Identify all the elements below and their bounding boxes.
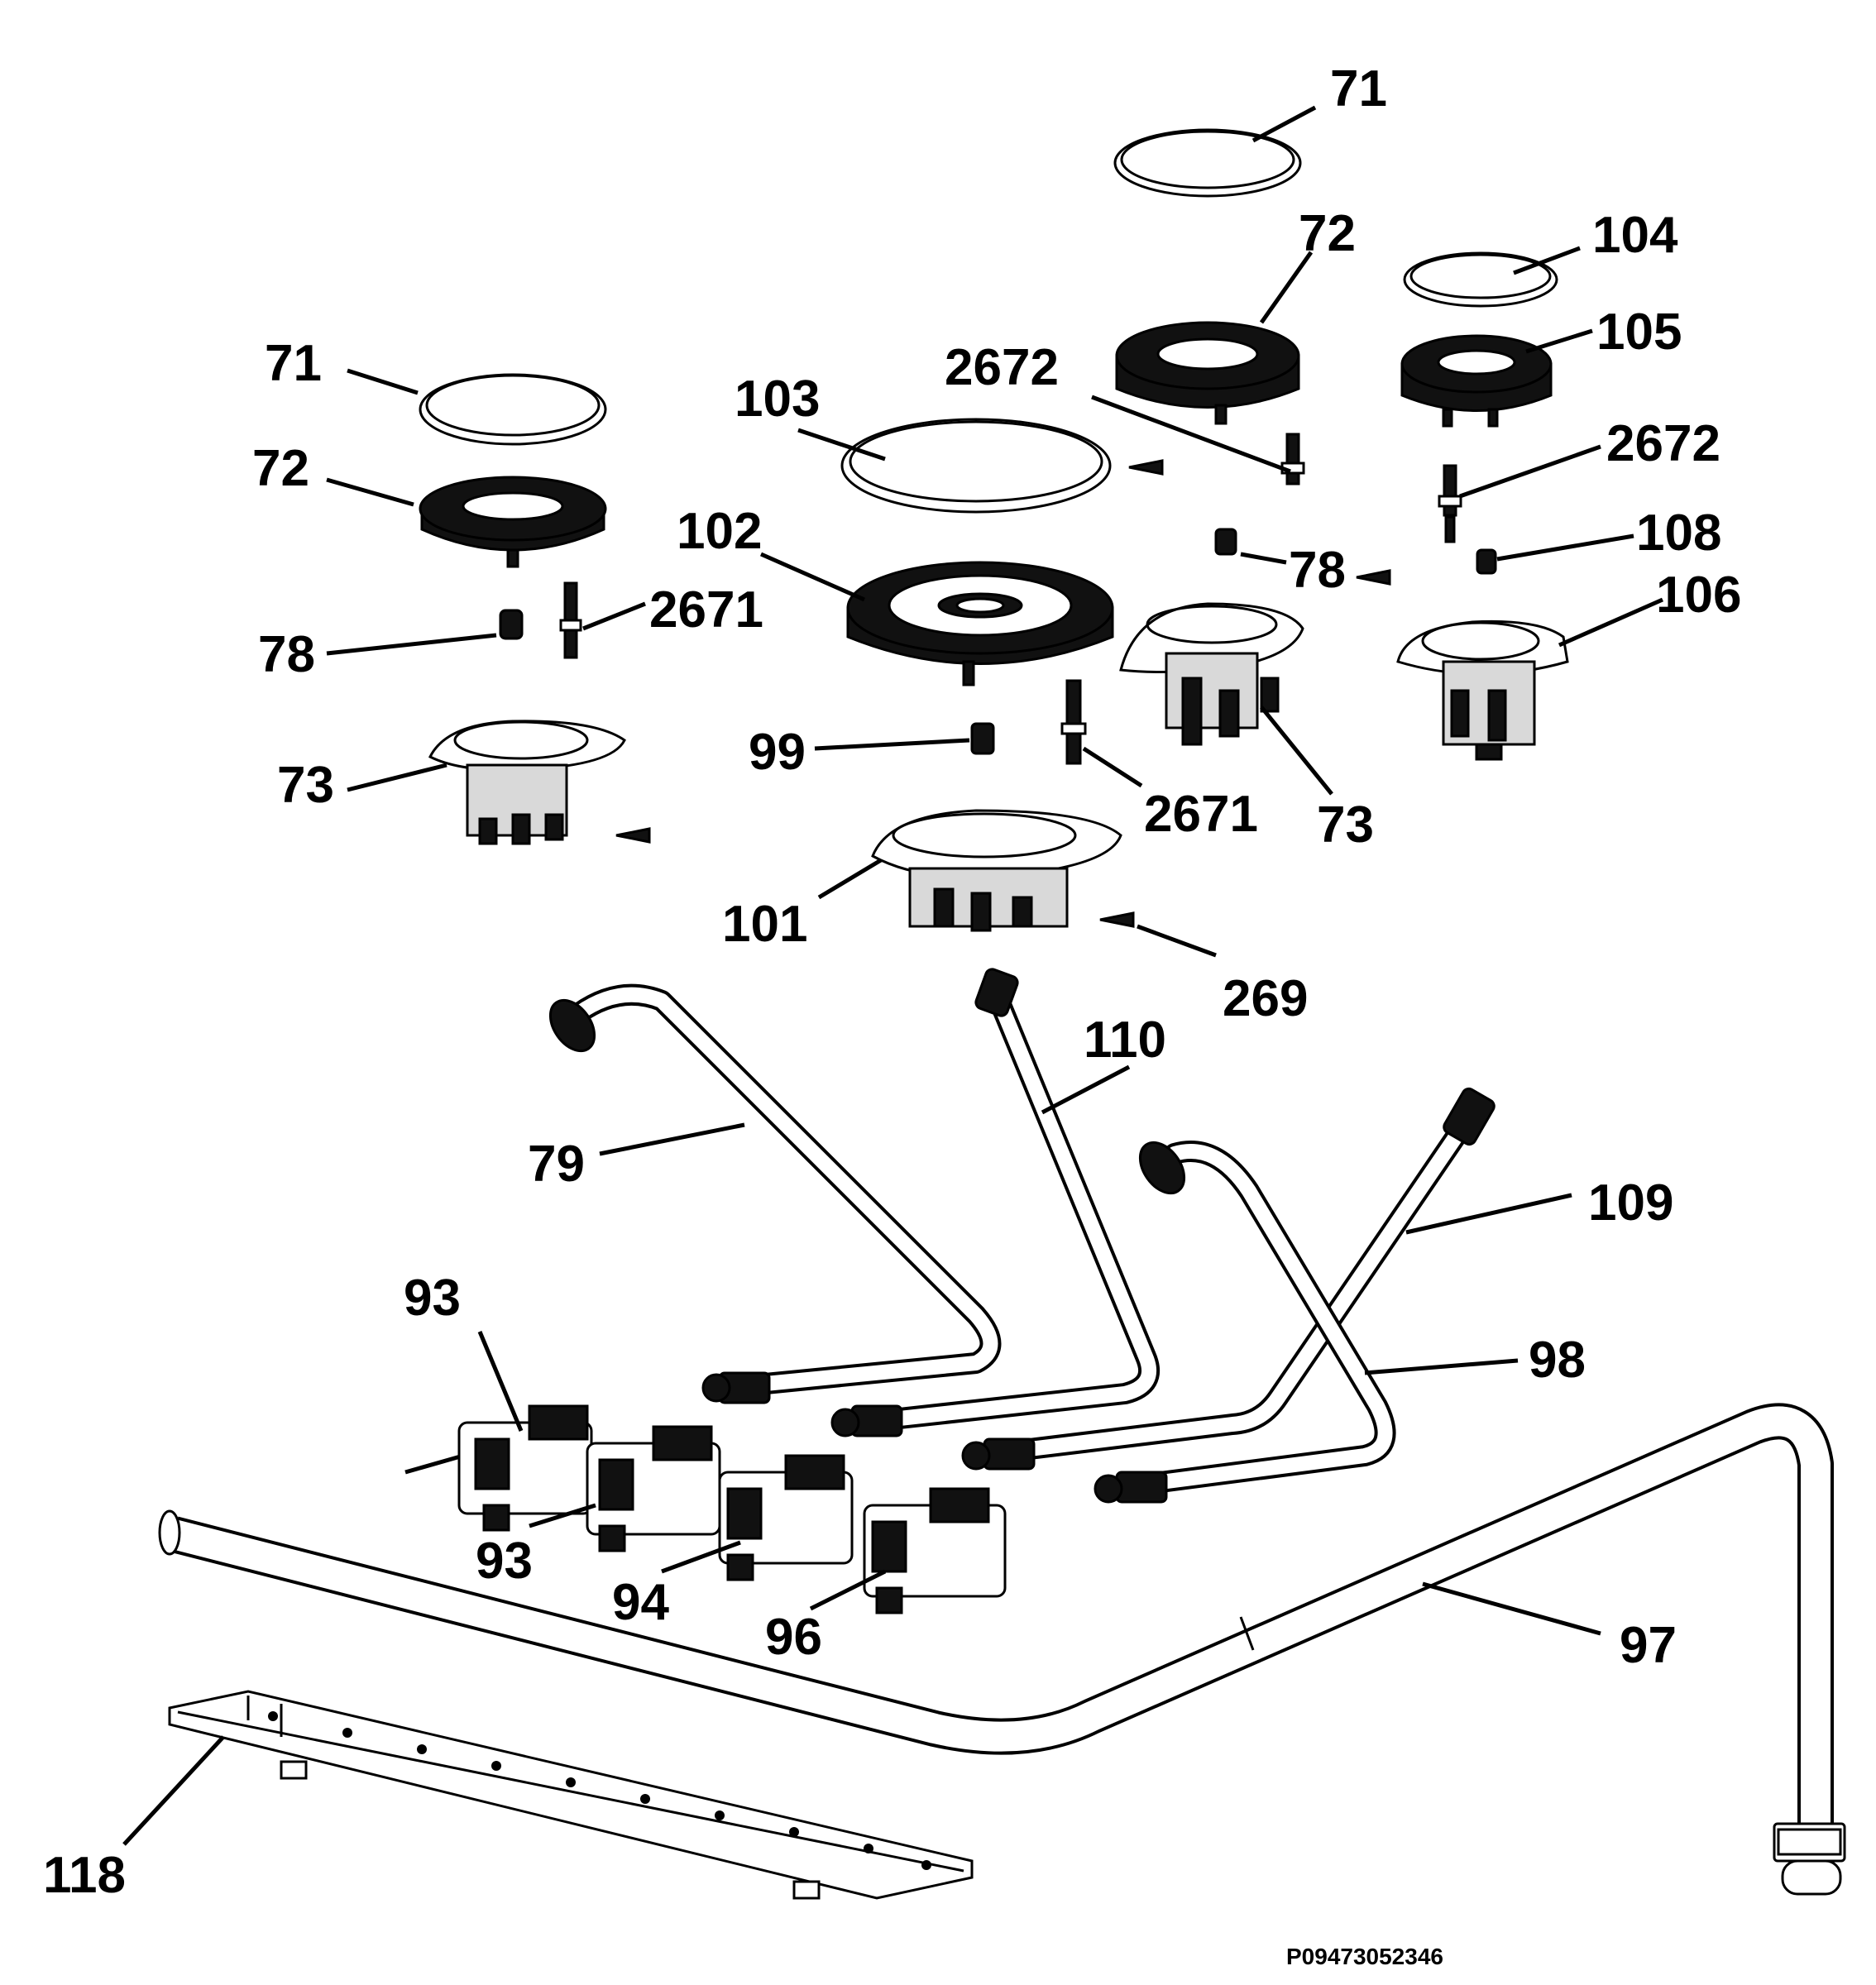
injector-99: [970, 722, 995, 755]
screw-103: [1128, 459, 1164, 476]
thermocouple-2671-a: [559, 581, 582, 659]
leader-lines: [122, 105, 1664, 1846]
callout-78-right: 78: [1289, 542, 1346, 599]
burner-crown-105: [1400, 334, 1553, 428]
gas-pipe-109: [961, 1087, 1496, 1471]
callout-93-bottom: 93: [476, 1533, 533, 1590]
screw-269: [1099, 911, 1135, 928]
burner-cap-71-top: [1113, 128, 1302, 198]
gas-tap-93-b: [586, 1425, 721, 1552]
burner-body-101: [871, 809, 1122, 932]
callout-99: 99: [749, 724, 806, 781]
gas-tap-93-a: [404, 1404, 593, 1532]
callout-71-top: 71: [1330, 60, 1387, 117]
callout-102: 102: [677, 503, 762, 560]
electrode-108: [1476, 548, 1497, 575]
callout-269: 269: [1223, 970, 1308, 1027]
callout-2672-a: 2672: [945, 339, 1059, 396]
callout-93-top: 93: [404, 1270, 461, 1327]
callout-73-left: 73: [277, 757, 334, 814]
gas-tap-94: [718, 1454, 854, 1581]
burner-cap-104: [1403, 251, 1558, 308]
burner-cap-71-left: [419, 373, 607, 446]
thermocouple-2671-b: [1060, 679, 1087, 765]
electrode-78-right: [1214, 528, 1237, 556]
gas-pipe-79: [548, 983, 1002, 1404]
drawing-code: P09473052346: [1286, 1944, 1443, 1969]
callout-98: 98: [1529, 1332, 1586, 1389]
burner-body-106: [1396, 619, 1569, 761]
callout-79: 79: [528, 1136, 585, 1193]
callout-105: 105: [1596, 304, 1682, 361]
callout-72-left: 72: [252, 440, 309, 497]
screw-left: [615, 827, 651, 844]
gas-pipe-110: [830, 968, 1160, 1437]
callout-2671-a: 2671: [649, 581, 763, 639]
callout-2672-b: 2672: [1606, 415, 1720, 472]
thermocouple-2672-a: [1280, 433, 1305, 485]
electrode-78-left: [499, 609, 524, 640]
callout-106: 106: [1656, 567, 1741, 624]
burner-crown-72-top: [1115, 321, 1300, 425]
callout-101: 101: [722, 896, 807, 953]
callout-110: 110: [1084, 1012, 1166, 1069]
burner-body-73-right: [1119, 602, 1304, 746]
gas-pipe-98: [1094, 1141, 1396, 1504]
gas-rail-97: [158, 1403, 1846, 1896]
callout-104: 104: [1592, 207, 1678, 264]
burner-crown-72-left: [419, 476, 607, 568]
screw-right: [1356, 569, 1391, 586]
callout-71-left: 71: [265, 335, 322, 392]
thermocouple-2672-b: [1438, 464, 1462, 543]
callout-72-top: 72: [1299, 205, 1356, 262]
gas-tap-96: [863, 1487, 1007, 1614]
burner-cap-103: [840, 418, 1112, 514]
callout-109: 109: [1588, 1174, 1673, 1232]
callout-96: 96: [765, 1609, 822, 1666]
callout-2671-b: 2671: [1144, 786, 1258, 843]
callout-108: 108: [1636, 505, 1721, 562]
callout-73-right: 73: [1317, 796, 1374, 854]
callout-103: 103: [735, 371, 820, 428]
tap-bracket-118: [168, 1690, 974, 1900]
callout-labels: 71 72 104 105 2672 2672 108 78 106 73 71…: [43, 60, 1741, 1904]
callout-97: 97: [1620, 1617, 1677, 1674]
callout-118: 118: [43, 1847, 126, 1904]
burner-crown-102: [846, 561, 1114, 686]
callout-94: 94: [612, 1574, 669, 1631]
burner-body-73-left: [428, 720, 626, 845]
callout-78-left: 78: [258, 626, 315, 683]
